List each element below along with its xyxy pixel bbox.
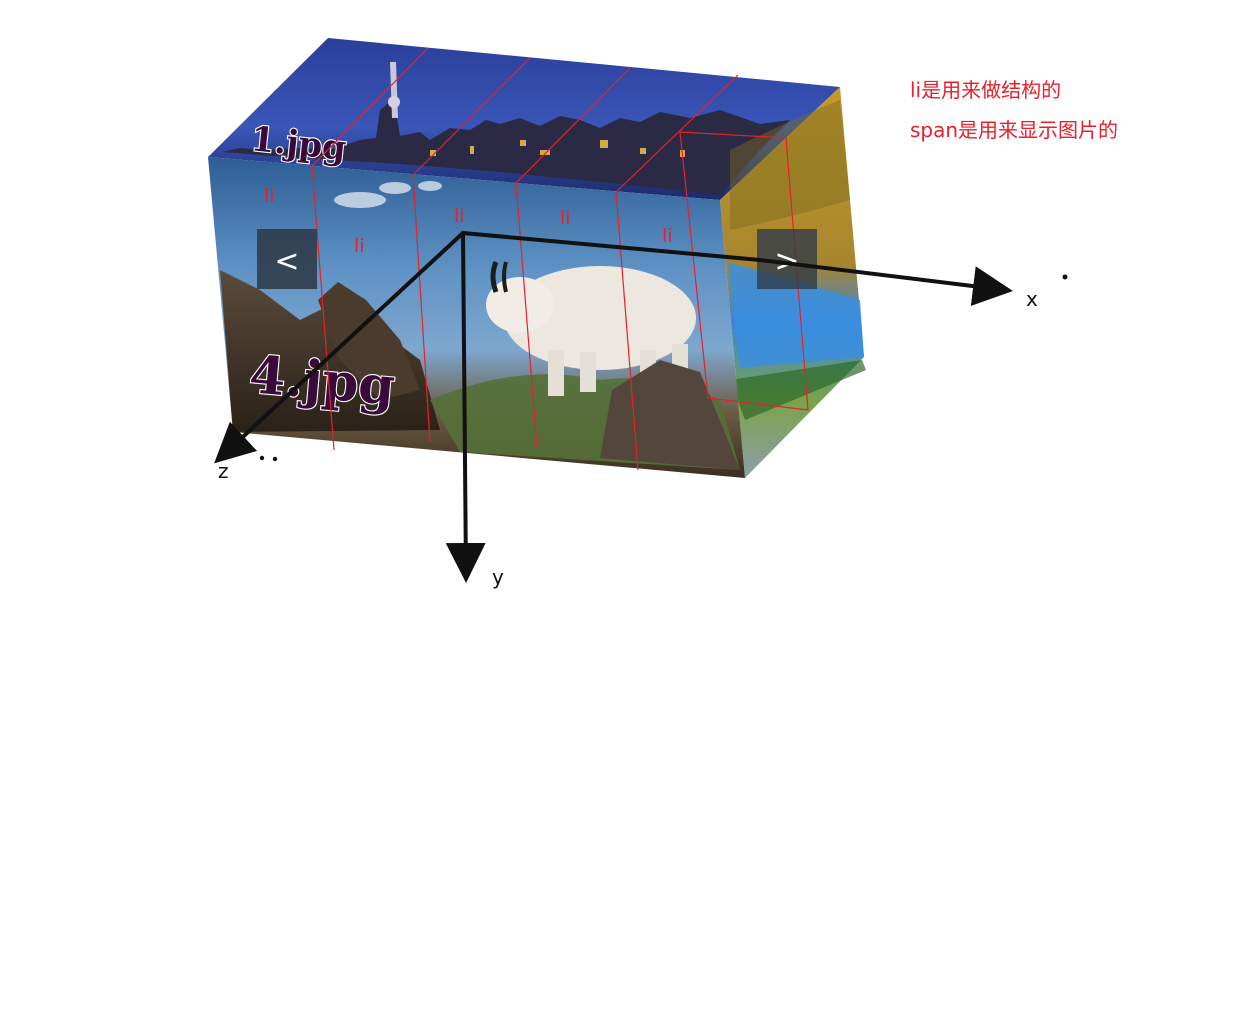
front-face-label: 4.jpg xyxy=(247,344,398,417)
y-axis-label: y xyxy=(492,565,504,589)
top-face-label: 1.jpg xyxy=(249,119,348,169)
annotation-span-image: span是用来显示图片的 xyxy=(910,118,1119,142)
stray-dots xyxy=(259,274,1068,462)
annotation-li-structure: li是用来做结构的 xyxy=(910,78,1062,102)
y-axis-arrow xyxy=(445,231,486,583)
top-face: 1.jpg xyxy=(208,38,840,200)
prev-button[interactable]: < xyxy=(257,229,317,289)
axes xyxy=(214,231,1013,583)
li-label-1: li xyxy=(264,185,275,207)
li-label-4: li xyxy=(560,207,571,229)
li-label-3: li xyxy=(454,205,465,227)
front-face: 4.jpg xyxy=(208,157,745,478)
li-slice-dividers xyxy=(311,47,809,471)
li-label-5: li xyxy=(662,225,673,247)
x-axis-label: x xyxy=(1026,287,1038,311)
li-label-2: li xyxy=(354,235,365,257)
z-axis-label: z xyxy=(218,459,229,483)
z-axis-arrow xyxy=(214,231,465,464)
prev-arrow-icon: < xyxy=(274,244,299,279)
x-axis-arrow xyxy=(461,231,1013,306)
